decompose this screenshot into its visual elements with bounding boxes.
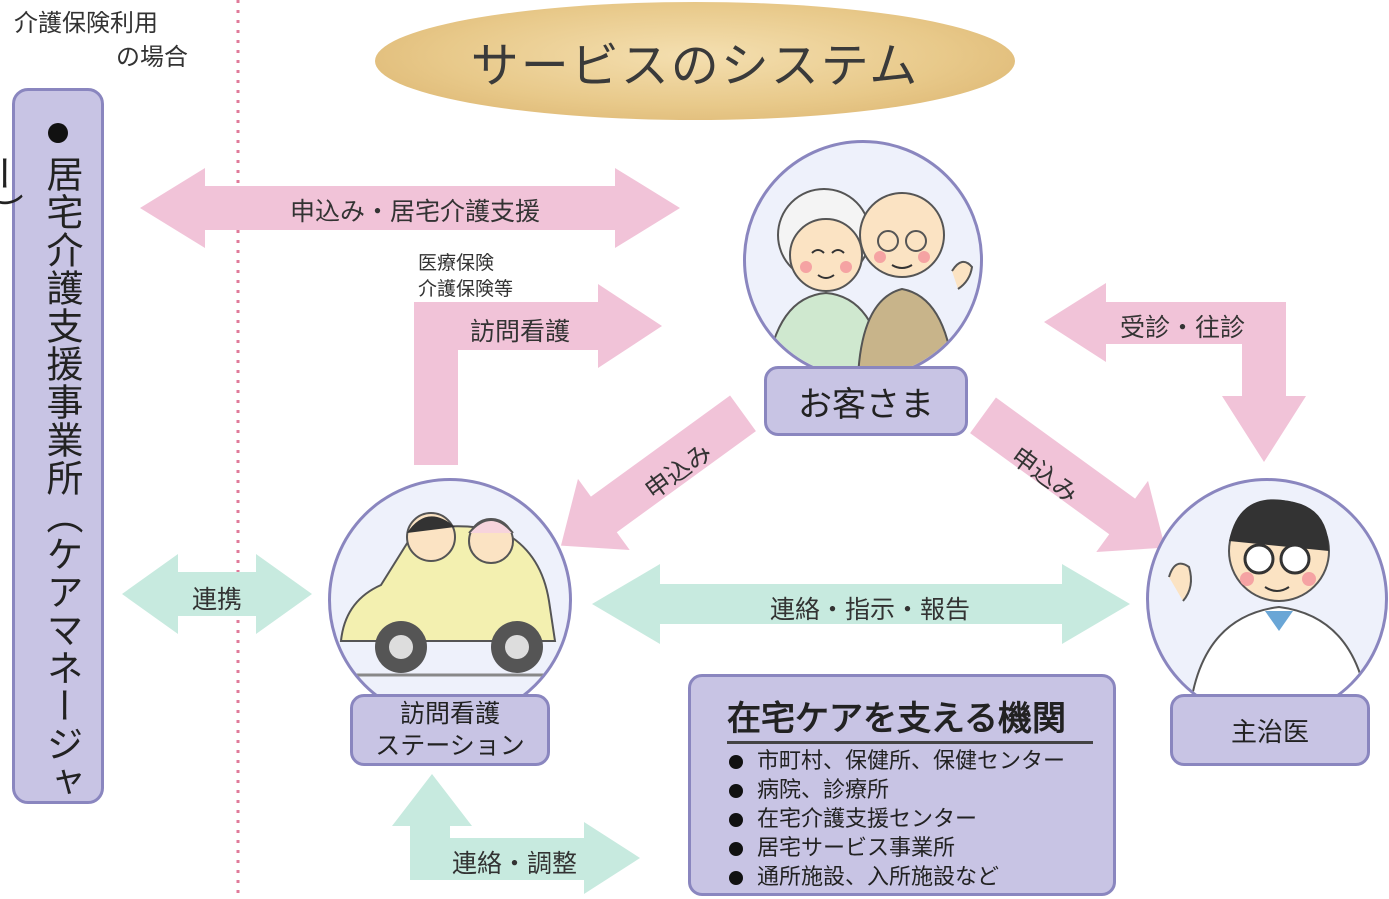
organizations-list: 市町村、保健所、保健センター 病院、診療所 在宅介護支援センター 居宅サービス事… xyxy=(729,747,1065,892)
insurance-note-line2: の場合 xyxy=(116,43,188,71)
arrow-home-nursing xyxy=(414,284,662,465)
bullet-icon xyxy=(729,813,743,827)
list-item-text: 在宅介護支援センター xyxy=(757,807,978,832)
arrow-contact-adjust xyxy=(392,774,640,894)
list-item: 通所施設、入所施設など xyxy=(729,863,1065,892)
arrow-cooperation xyxy=(122,554,312,634)
list-item-text: 居宅サービス事業所 xyxy=(757,836,956,861)
bullet-icon xyxy=(729,784,743,798)
care-manager-box: 居宅介護支援事業所（ケアマネージャー） xyxy=(0,88,104,804)
doctor-illustration xyxy=(1146,478,1388,720)
list-item: 病院、診療所 xyxy=(729,776,1065,805)
doctor-node: 主治医 xyxy=(1170,694,1370,766)
label-contact-instruct-report: 連絡・指示・報告 xyxy=(770,595,971,624)
label-insurance-line1: 医療保険 xyxy=(418,252,495,274)
bullet-icon xyxy=(48,123,68,143)
bullet-icon xyxy=(729,842,743,856)
bullet-icon xyxy=(729,871,743,885)
list-item-text: 病院、診療所 xyxy=(757,778,890,803)
station-node: 訪問看護 ステーション xyxy=(350,694,550,766)
arrow-application-support xyxy=(140,168,680,248)
page-title: サービスのシステム xyxy=(470,38,920,94)
customer-node: お客さま xyxy=(764,366,968,436)
arrow-consult-visit xyxy=(1044,283,1306,462)
label-contact-adjust: 連絡・調整 xyxy=(452,849,578,878)
organizations-box: 在宅ケアを支える機関 市町村、保健所、保健センター 病院、診療所 在宅介護支援セ… xyxy=(688,674,1116,896)
care-manager-label: 居宅介護支援事業所（ケアマネージャー） xyxy=(0,155,83,801)
station-illustration xyxy=(328,478,572,722)
arrow-apply-left xyxy=(560,395,756,551)
doctor-label: 主治医 xyxy=(1230,717,1309,748)
station-label-line2: ステーション xyxy=(375,731,525,760)
customer-illustration xyxy=(743,140,983,380)
arrow-contact-instruct-report xyxy=(592,564,1130,644)
list-item: 在宅介護支援センター xyxy=(729,805,1065,834)
label-insurance: 医療保険 介護保険等 xyxy=(418,250,513,302)
list-item: 居宅サービス事業所 xyxy=(729,834,1065,863)
customer-label: お客さま xyxy=(798,384,934,425)
list-item-text: 通所施設、入所施設など xyxy=(757,865,1000,890)
label-cooperation: 連携 xyxy=(192,585,243,614)
insurance-note: 介護保険利用 の場合 xyxy=(14,6,188,74)
heading-underline xyxy=(727,741,1093,744)
list-item: 市町村、保健所、保健センター xyxy=(729,747,1065,776)
insurance-note-line1: 介護保険利用 xyxy=(14,9,158,37)
label-consult-visit: 受診・往診 xyxy=(1120,313,1246,342)
list-item-text: 市町村、保健所、保健センター xyxy=(757,749,1066,774)
arrow-apply-right xyxy=(970,397,1166,553)
title-banner: サービスのシステム xyxy=(375,2,1015,120)
bullet-icon xyxy=(729,755,743,769)
station-label-line1: 訪問看護 xyxy=(399,699,500,728)
label-application-support: 申込み・居宅介護支援 xyxy=(290,197,541,226)
label-home-nursing: 訪問看護 xyxy=(470,317,571,346)
label-insurance-line2: 介護保険等 xyxy=(418,278,514,300)
organizations-heading: 在宅ケアを支える機関 xyxy=(727,699,1066,739)
